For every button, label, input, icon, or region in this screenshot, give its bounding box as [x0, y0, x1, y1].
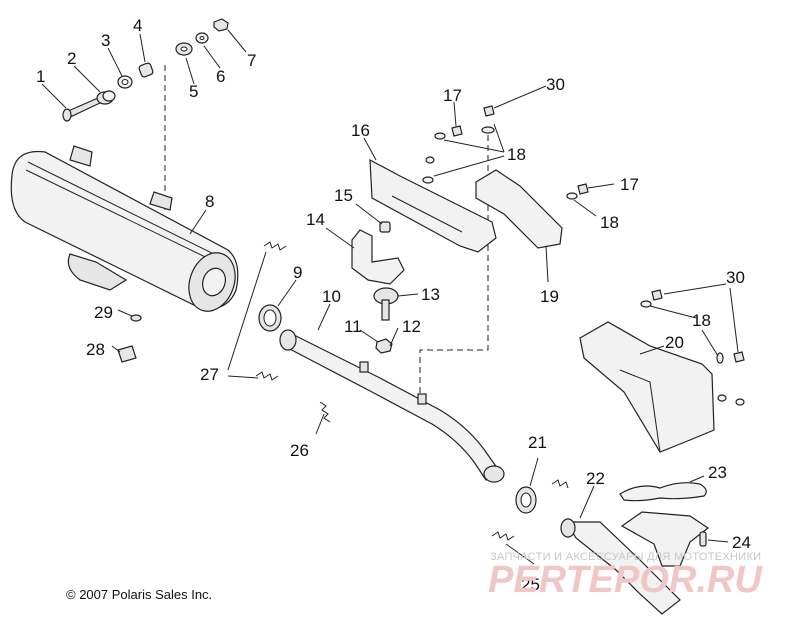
callout-number: 15	[334, 186, 353, 205]
callout-number: 6	[216, 67, 225, 86]
callout-number: 18	[507, 145, 526, 164]
callout-number: 26	[290, 441, 309, 460]
callout-number: 29	[94, 303, 113, 322]
clip-part	[130, 314, 142, 322]
callout-number: 17	[443, 86, 462, 105]
callout-number: 8	[205, 192, 214, 211]
spring-part	[255, 371, 279, 381]
callout-number: 1	[36, 67, 45, 86]
callout-number: 18	[692, 311, 711, 330]
callout-number: 18	[600, 213, 619, 232]
heat-shield-part	[579, 321, 715, 453]
callout-number: 28	[86, 340, 105, 359]
gasket-ring-part	[515, 486, 537, 514]
callout-number: 23	[708, 463, 727, 482]
callout-number: 4	[133, 16, 142, 35]
heat-shield-part	[369, 158, 497, 253]
watermark-caption: ЗАПЧАСТИ И АКСЕССУАРЫ ДЛЯ МОТОТЕХНИКИ	[490, 551, 761, 563]
callout-number: 9	[293, 263, 302, 282]
gasket-ring-part	[258, 304, 282, 332]
bushing-part	[96, 90, 116, 105]
stud-part	[379, 221, 391, 233]
fastener-set	[422, 105, 745, 406]
callout-number: 30	[546, 75, 565, 94]
callout-number: 25	[521, 575, 540, 594]
header-flange-part	[620, 511, 710, 567]
callout-number: 20	[665, 333, 684, 352]
callout-number: 30	[726, 268, 745, 287]
callout-number: 16	[351, 121, 370, 140]
header-pipe-part	[560, 518, 681, 615]
callout-number: 11	[344, 317, 362, 336]
bracket-part	[351, 229, 405, 285]
spring-part	[263, 241, 287, 251]
washer-part	[117, 75, 133, 89]
callout-number: 22	[586, 469, 605, 488]
callout-number: 14	[306, 210, 325, 229]
exhaust-pipe-part	[279, 329, 505, 483]
callout-number: 10	[322, 287, 341, 306]
spring-part	[491, 531, 515, 541]
flange-gasket-part	[619, 482, 707, 502]
watermark-brand: PERTEPOR.RU	[488, 559, 763, 601]
copyright-text: © 2007 Polaris Sales Inc.	[66, 587, 212, 602]
callout-number: 19	[540, 287, 559, 306]
stud-part	[699, 531, 707, 547]
nut-part	[213, 18, 229, 32]
heat-shield-part	[475, 169, 563, 249]
leader-lines	[41, 29, 739, 565]
grommet-part	[117, 345, 137, 363]
muffler-part	[10, 145, 239, 312]
spring-part	[319, 401, 331, 423]
spring-part	[551, 479, 569, 489]
washer-part	[195, 32, 209, 44]
callout-number: 21	[528, 433, 547, 452]
callout-number: 2	[67, 49, 76, 68]
callout-number: 24	[732, 533, 751, 552]
callout-number: 13	[421, 285, 440, 304]
callout-number: 3	[101, 31, 110, 50]
callout-number: 7	[247, 51, 256, 70]
callout-number: 17	[620, 175, 639, 194]
grommet-part	[175, 42, 193, 56]
callout-number: 27	[200, 365, 219, 384]
alignment-line	[419, 135, 489, 395]
sleeve-part	[138, 62, 154, 78]
callout-number: 5	[189, 82, 198, 101]
callout-number: 12	[402, 317, 421, 336]
bolt-part	[62, 97, 101, 122]
rubber-mount-part	[373, 287, 399, 321]
nut-part	[375, 338, 393, 354]
